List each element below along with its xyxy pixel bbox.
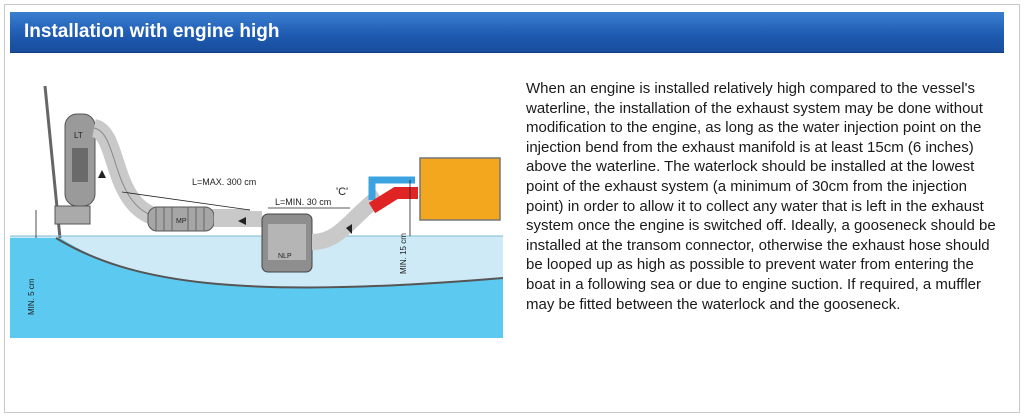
hull-line [55,237,503,289]
lt-label: LT [74,131,83,140]
installation-diagram: LT MP NLP L=MAX. 300 cm L=MIN. 30 cm 'C'… [10,85,503,338]
flow-arrows [98,170,352,234]
min-15-label: MIN. 15 cm [399,233,408,274]
nlp-label: NLP [278,253,292,260]
c-mark-label: 'C' [336,186,348,198]
min-5-label: MIN. 5 cm [27,278,36,315]
injection-bend-hot [368,187,418,214]
mp-label: MP [176,218,187,225]
exhaust-hose [90,119,250,227]
injection-bend-cool [368,176,415,200]
l-min-label: L=MIN. 30 cm [275,197,331,207]
section-title: Installation with engine high [24,21,280,42]
transom-connector [54,205,91,225]
description-text: When an engine is installed relatively h… [526,80,996,313]
gooseneck-band [72,148,88,182]
sea-water [10,238,503,338]
engine [419,157,501,221]
l-max-label: L=MAX. 300 cm [192,177,256,187]
section-header: Installation with engine high [10,12,1004,53]
